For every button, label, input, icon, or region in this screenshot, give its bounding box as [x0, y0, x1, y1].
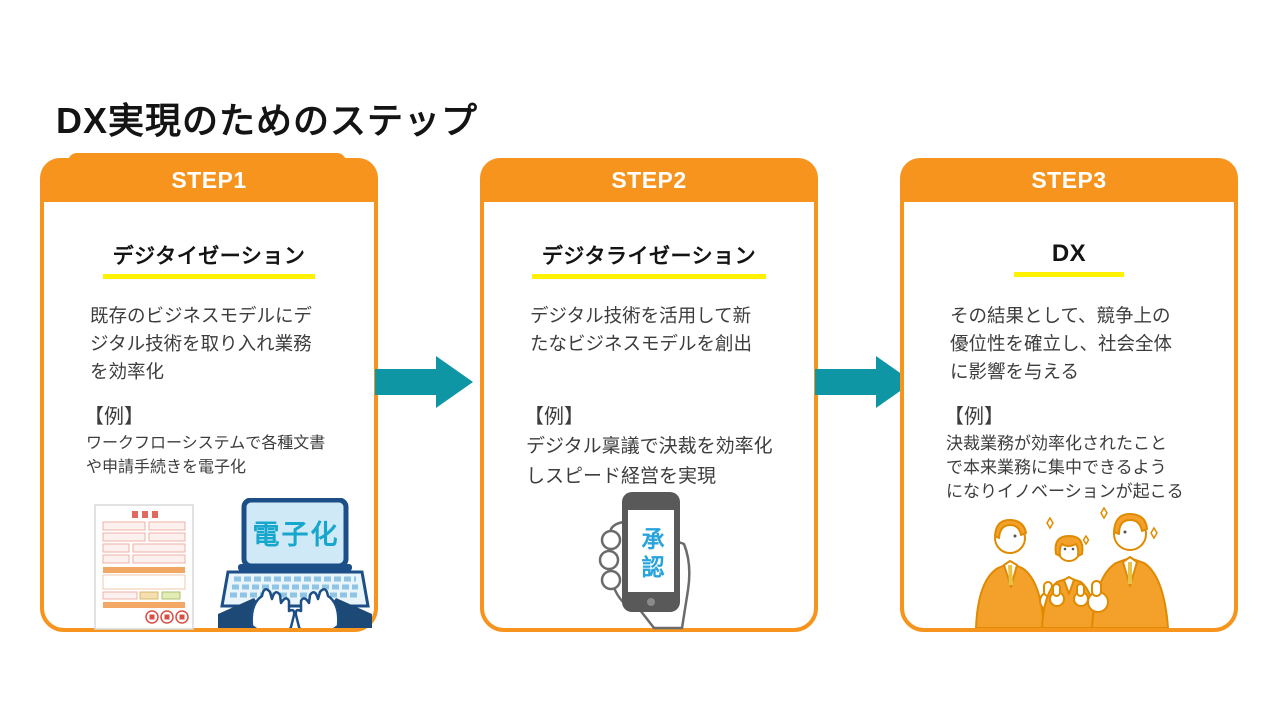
step2-title: デジタライゼーション [531, 240, 767, 279]
step3-example-label: 【例】 [944, 406, 1004, 428]
arrow-right-icon [375, 356, 473, 408]
step2-example-label: 【例】 [524, 406, 584, 428]
laptop-icon: 電子化 [218, 498, 372, 628]
step2-example-text: デジタル稟議で決裁を効率化 しスピード経営を実現 [526, 436, 773, 487]
step2-header-label: STEP2 [611, 167, 687, 193]
step1-card: STEP1 デジタイゼーション 既存のビジネスモデルにデ ジタル技術を取り入れ業… [40, 153, 378, 632]
step1-header: STEP1 [40, 158, 378, 202]
step3-card: STEP3 DX その結果として、競争上の 優位性を確立し、社会全体 に影響を与… [900, 158, 1238, 632]
smartphone-approval-icon: 承認 [584, 488, 714, 630]
step1-title: デジタイゼーション [102, 240, 316, 279]
step3-example-text: 決裁業務が効率化されたこと で本来業務に集中できるよう になりイノベーションが起… [946, 434, 1184, 501]
step2-title-wrap: デジタライゼーション [484, 240, 814, 279]
laptop-screen-label: 電子化 [252, 519, 340, 550]
page-title: DX実現のためのステップ [56, 100, 479, 142]
step3-description: その結果として、競争上の 優位性を確立し、社会全体 に影響を与える [950, 305, 1173, 382]
step2-header: STEP2 [480, 158, 818, 202]
step3-header: STEP3 [900, 158, 1238, 202]
step1-title-wrap: デジタイゼーション [44, 240, 374, 279]
business-people-icon [958, 502, 1180, 628]
step3-title-wrap: DX [904, 240, 1234, 277]
step1-example-text: ワークフローシステムで各種文書 や申請手続きを電子化 [86, 435, 326, 476]
step2-description: デジタル技術を活用して新 たなビジネスモデルを創出 [530, 305, 753, 354]
phone-screen-label: 承認 [638, 527, 664, 583]
step3-title: DX [1013, 240, 1125, 277]
arrow-right-icon [815, 356, 913, 408]
step3-header-label: STEP3 [1031, 167, 1107, 193]
step1-header-label: STEP1 [171, 167, 247, 193]
step2-card: STEP2 デジタライゼーション デジタル技術を活用して新 たなビジネスモデルを… [480, 158, 818, 632]
paper-form-icon [94, 504, 194, 630]
step1-example-label: 【例】 [84, 406, 144, 428]
step1-description: 既存のビジネスモデルにデ ジタル技術を取り入れ業務 を効率化 [90, 305, 313, 382]
